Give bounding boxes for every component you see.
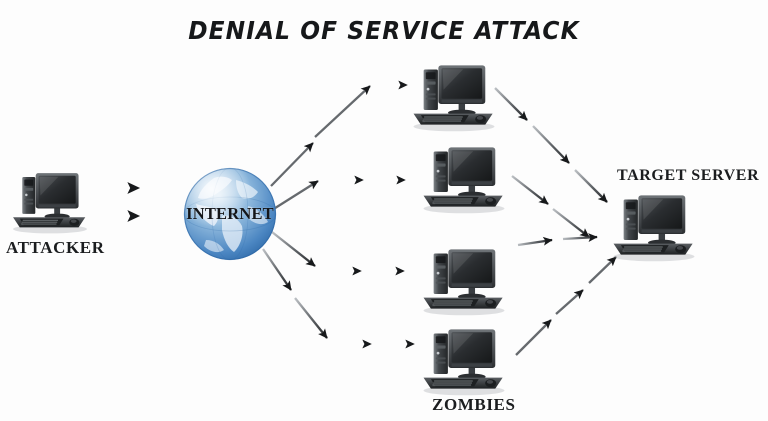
page-title: DENIAL OF SERVICE ATTACK: [188, 16, 580, 45]
attacker-label: ATTACKER: [6, 238, 105, 257]
flow-zombie-2-to-target: [511, 175, 590, 238]
zombie-computer-icon-4: [423, 329, 505, 396]
flow-internet-to-zombie-4: [262, 248, 415, 349]
globe-icon: [183, 167, 277, 261]
zombie-computer-icon-3: [423, 249, 505, 316]
flow-internet-to-zombie-2: [271, 175, 406, 211]
flow-zombie-1-to-target: [494, 87, 608, 203]
flow-attacker-to-internet: [92, 182, 141, 222]
attacker-computer-icon: [13, 173, 87, 234]
flow-internet-to-zombie-1: [270, 80, 408, 187]
zombies-label: ZOMBIES: [432, 395, 516, 414]
flow-zombie-4-to-target: [515, 256, 617, 356]
zombie-computer-icon-1: [413, 65, 495, 132]
internet-label: INTERNET: [186, 204, 274, 223]
zombie-computer-icon-2: [423, 147, 505, 214]
target-server-label: TARGET SERVER: [617, 167, 760, 184]
flow-zombie-3-to-target: [517, 233, 598, 247]
flow-internet-to-zombie-3: [271, 231, 405, 276]
target-server-computer-icon: [613, 195, 695, 262]
